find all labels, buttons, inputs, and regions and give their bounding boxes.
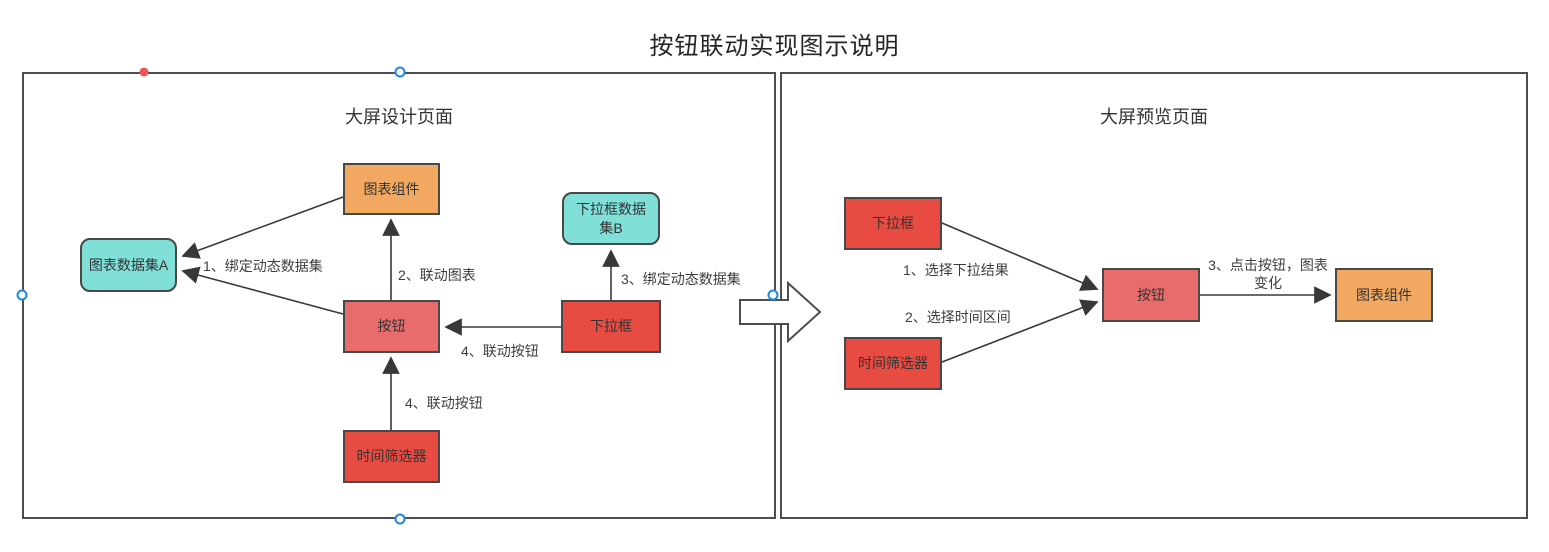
design-edge-label-bind-dataset-a[interactable]: 1、绑定动态数据集: [203, 258, 323, 274]
design-panel-title: 大屏设计页面: [345, 107, 453, 127]
preview-edge-label-click-button-chart-change[interactable]: 3、点击按钮，图表变化: [1208, 257, 1328, 291]
preview-panel-title: 大屏预览页面: [1100, 107, 1208, 127]
design-edge-label-link-chart[interactable]: 2、联动图表: [398, 267, 476, 283]
preview-edge-label-select-dropdown-result[interactable]: 1、选择下拉结果: [903, 262, 1009, 278]
preview-edge-label-select-time-range[interactable]: 2、选择时间区间: [905, 309, 1011, 325]
preview-node-button[interactable]: 按钮: [1102, 268, 1200, 322]
preview-node-chart-component[interactable]: 图表组件: [1335, 268, 1433, 322]
design-node-chart-component[interactable]: 图表组件: [343, 163, 440, 215]
diagram-title: 按钮联动实现图示说明: [649, 33, 900, 60]
design-edge-label-link-button-from-time[interactable]: 4、联动按钮: [405, 395, 483, 411]
design-node-button[interactable]: 按钮: [343, 300, 440, 353]
design-node-dropdown[interactable]: 下拉框: [561, 300, 661, 353]
preview-node-dropdown[interactable]: 下拉框: [844, 197, 942, 250]
design-edge-label-link-button-from-dropdown[interactable]: 4、联动按钮: [461, 343, 539, 359]
design-node-time-filter[interactable]: 时间筛选器: [343, 430, 440, 483]
preview-node-time-filter[interactable]: 时间筛选器: [844, 337, 942, 390]
design-node-chart-dataset-a[interactable]: 图表数据集A: [80, 238, 177, 292]
design-node-dropdown-dataset-b[interactable]: 下拉框数据集B: [562, 192, 660, 245]
design-edge-label-bind-dataset-b[interactable]: 3、绑定动态数据集: [621, 271, 741, 287]
